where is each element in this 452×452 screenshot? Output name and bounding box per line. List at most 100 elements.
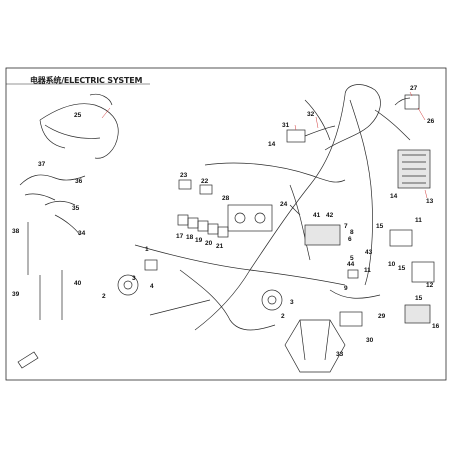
solenoid-10 xyxy=(389,229,413,247)
callout-41: 41 xyxy=(313,212,321,219)
harness-side-drop xyxy=(289,184,311,261)
callout-2-left: 2 xyxy=(102,293,106,300)
harness-lower-second xyxy=(179,269,276,331)
callout-27: 27 xyxy=(410,85,418,92)
callout-20: 20 xyxy=(205,240,213,247)
diagram-title-text: 电器系统/ELECTRIC SYSTEM xyxy=(30,76,143,85)
callout-23: 23 xyxy=(180,172,188,179)
brand-icon xyxy=(17,351,39,369)
relay-17 xyxy=(177,214,189,226)
callout-14-right: 14 xyxy=(390,193,398,200)
harness-lower-long xyxy=(134,244,346,286)
cdi-16 xyxy=(404,304,431,324)
callout-19: 19 xyxy=(195,237,203,244)
sensor-32-lead xyxy=(304,125,336,137)
fuse-block-41-42 xyxy=(304,224,341,246)
callout-34: 34 xyxy=(78,230,86,237)
sub-harness-25 xyxy=(39,93,119,159)
callout-22: 22 xyxy=(201,178,209,185)
callout-35: 35 xyxy=(72,205,80,212)
connector-44 xyxy=(347,269,359,279)
main-harness-branch xyxy=(349,99,373,286)
callout-28: 28 xyxy=(222,195,230,202)
leader-32 xyxy=(315,116,319,129)
harness-right-run xyxy=(329,289,381,299)
relay-4 xyxy=(144,259,158,271)
callout-3-right: 3 xyxy=(290,299,294,306)
fuse-box-socket xyxy=(254,212,266,224)
callout-11-right: 11 xyxy=(415,217,422,224)
callout-25: 25 xyxy=(74,112,82,119)
callout-17: 17 xyxy=(176,233,184,240)
callout-7: 7 xyxy=(344,223,348,230)
callout-43: 43 xyxy=(365,249,373,256)
lead-34 xyxy=(54,214,81,236)
callout-9: 9 xyxy=(344,285,348,292)
callout-5: 5 xyxy=(350,255,354,262)
callout-30: 30 xyxy=(366,337,374,344)
main-harness xyxy=(194,94,346,331)
lead-36-37 xyxy=(19,174,86,201)
callout-10: 10 xyxy=(388,261,396,268)
sensor-31 xyxy=(286,129,306,143)
callout-36: 36 xyxy=(75,178,83,185)
leader-27 xyxy=(409,91,413,97)
relay-19 xyxy=(197,220,209,232)
callout-39: 39 xyxy=(12,291,20,298)
horn-3-right-center xyxy=(267,295,277,305)
connector-22 xyxy=(199,184,213,195)
callout-44: 44 xyxy=(347,261,355,268)
callout-31: 31 xyxy=(282,122,290,129)
connector-23 xyxy=(178,179,192,190)
callout-12: 12 xyxy=(426,282,434,289)
callout-37: 37 xyxy=(38,161,46,168)
harness-top-right xyxy=(374,109,411,141)
diagram-frame xyxy=(5,67,447,381)
relay-18 xyxy=(187,217,199,229)
callout-24: 24 xyxy=(280,201,288,208)
callout-40: 40 xyxy=(74,280,82,287)
callout-18: 18 xyxy=(186,234,194,241)
relay-20 xyxy=(207,223,219,235)
callout-26: 26 xyxy=(427,118,435,125)
callout-33: 33 xyxy=(336,351,344,358)
leader-26 xyxy=(417,107,426,121)
harness-top-loop xyxy=(324,84,381,151)
callout-32: 32 xyxy=(307,111,315,118)
callout-13: 13 xyxy=(426,198,434,205)
fuse-box-28 xyxy=(227,204,273,232)
callout-4: 4 xyxy=(150,283,154,290)
callout-15-b: 15 xyxy=(398,265,406,272)
callout-1: 1 xyxy=(145,246,149,253)
callout-11-mid: 11 xyxy=(364,267,371,274)
callout-42: 42 xyxy=(326,212,334,219)
callout-38: 38 xyxy=(12,228,20,235)
relay-27 xyxy=(394,97,411,106)
harness-upper-branch xyxy=(304,99,331,141)
battery-12 xyxy=(411,261,435,283)
relay-26 xyxy=(404,94,420,110)
callout-15-a: 15 xyxy=(376,223,384,230)
callout-14-top: 14 xyxy=(268,141,276,148)
harness-left-branch xyxy=(149,299,211,316)
leader-25 xyxy=(101,107,111,119)
horn-3-left-center xyxy=(123,280,133,290)
leader-13 xyxy=(424,189,428,199)
fuse-box-socket xyxy=(234,212,246,224)
callout-6: 6 xyxy=(348,236,352,243)
leader-31 xyxy=(294,124,297,131)
callout-3-left: 3 xyxy=(132,275,136,282)
harness-cross xyxy=(204,162,346,183)
callout-21: 21 xyxy=(216,243,224,250)
callout-29: 29 xyxy=(378,313,386,320)
callout-16: 16 xyxy=(432,323,440,330)
callout-8: 8 xyxy=(350,229,354,236)
relay-21 xyxy=(217,226,229,238)
horn-3-right xyxy=(261,289,283,311)
bracket-33 xyxy=(284,319,346,373)
diagram-title: 电器系统/ELECTRIC SYSTEM xyxy=(30,70,150,85)
lead-35 xyxy=(44,200,76,206)
callout-15-c: 15 xyxy=(415,295,423,302)
module-29 xyxy=(339,311,363,327)
